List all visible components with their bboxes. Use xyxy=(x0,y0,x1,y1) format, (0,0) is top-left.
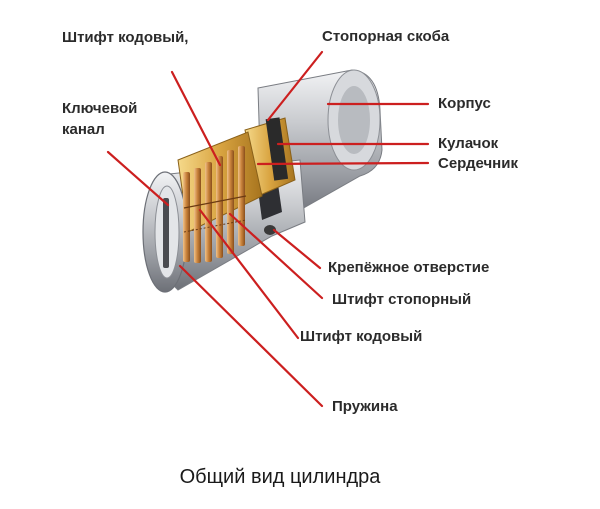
label-stop-pin: Штифт стопорный xyxy=(332,291,472,308)
label-code-pin-top: Штифт кодовый, xyxy=(62,29,189,46)
label-mount-hole: Крепёжное отверстие xyxy=(328,259,490,276)
leader-key-channel xyxy=(106,150,170,207)
leader-stop-pin xyxy=(228,212,324,300)
leader-stop-bracket xyxy=(266,50,324,122)
mount-hole xyxy=(264,225,276,235)
key-channel xyxy=(163,198,169,268)
diagram-caption: Общий вид цилиндра xyxy=(179,466,381,488)
leader-lines xyxy=(106,50,430,408)
leader-spring xyxy=(178,264,324,408)
label-core: Сердечник xyxy=(438,155,518,172)
cylinder-front-face xyxy=(142,171,188,293)
label-code-pin-bottom: Штифт кодовый xyxy=(300,328,423,345)
label-spring: Пружина xyxy=(332,398,398,415)
leader-code-pin-bottom xyxy=(198,208,300,340)
label-stop-bracket: Стопорная скоба xyxy=(322,28,450,45)
leader-code-pin-top xyxy=(170,70,222,167)
label-key-channel-line1: Ключевой xyxy=(62,100,138,117)
label-key-channel-line2: канал xyxy=(62,121,105,138)
leader-core xyxy=(256,161,430,166)
label-cam: Кулачок xyxy=(438,135,499,152)
leader-mount-hole xyxy=(272,228,322,270)
label-housing: Корпус xyxy=(438,95,491,112)
